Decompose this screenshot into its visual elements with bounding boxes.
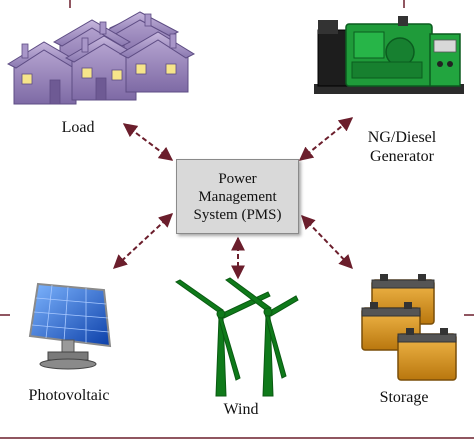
generator-label-line-2: Generator xyxy=(370,148,434,165)
arrow-pms-photovoltaic xyxy=(112,213,174,269)
generator-label: NG/Diesel Generator xyxy=(352,128,452,166)
arrow-pms-storage xyxy=(301,214,353,270)
storage-label: Storage xyxy=(379,389,429,406)
arrows xyxy=(112,117,354,280)
wind-label: Wind xyxy=(223,401,259,418)
pms-node: Power Management System (PMS) xyxy=(176,159,299,234)
generator-label-line-1: NG/Diesel xyxy=(367,129,437,146)
photovoltaic-label: Photovoltaic xyxy=(28,387,110,404)
pms-label-line-3: System (PMS) xyxy=(193,206,282,223)
pms-label-line-1: Power xyxy=(218,170,257,187)
arrow-pms-generator xyxy=(298,117,354,161)
generator-icon xyxy=(314,16,464,94)
arrow-pms-load xyxy=(122,123,174,161)
load-label: Load xyxy=(61,119,95,136)
pms-label-line-2: Management xyxy=(198,188,277,205)
battery-icon xyxy=(361,274,457,381)
houses-icon xyxy=(6,11,196,105)
wind-turbine-icon xyxy=(175,277,299,397)
solar-panel-icon xyxy=(28,282,112,370)
